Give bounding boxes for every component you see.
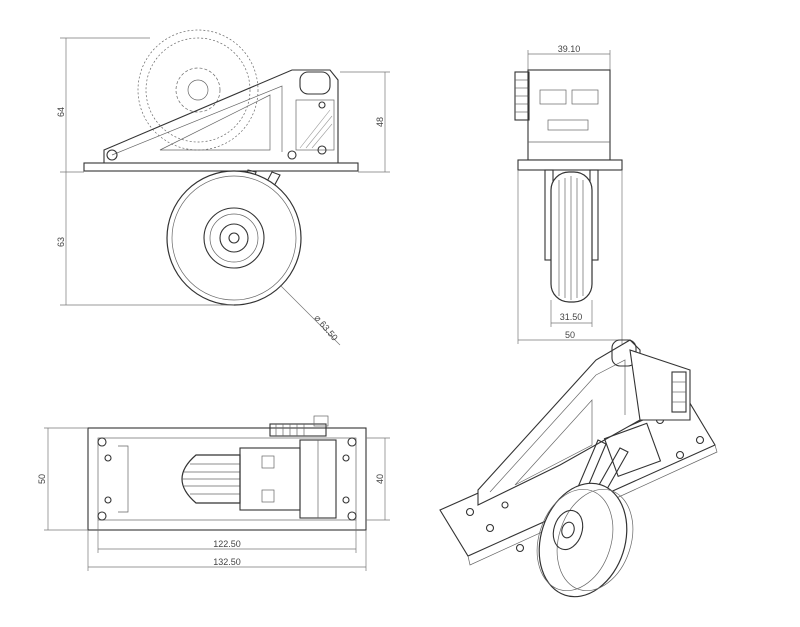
dim-side-height-upper: 64 <box>56 107 66 117</box>
dim-plan-inner-length: 122.50 <box>213 539 241 549</box>
front-body <box>527 69 611 161</box>
plan-gear <box>269 415 329 437</box>
dim-plan-inner-width: 40 <box>375 474 385 484</box>
dim-plan-outer-width: 50 <box>37 474 47 484</box>
side-wheel <box>166 170 302 306</box>
side-base-plate <box>83 162 359 172</box>
dim-plan-outer-length: 132.50 <box>213 557 241 567</box>
servo-ear <box>299 71 331 95</box>
dim-front-tyre-width: 31.50 <box>560 312 583 322</box>
dim-front-base-width: 50 <box>565 330 575 340</box>
front-base-plate <box>517 159 623 171</box>
front-view: 39.10 31.50 <box>514 44 623 344</box>
dim-front-top-width: 39.10 <box>558 44 581 54</box>
retracted-wheel-ghost <box>137 29 259 151</box>
dim-side-height-lower: 63 <box>56 237 66 247</box>
dim-side-bracket-height: 48 <box>375 117 385 127</box>
plan-view: 50 40 122.50 132.50 <box>37 415 390 571</box>
front-gear <box>514 71 530 121</box>
front-tyre <box>550 171 593 303</box>
side-bracket <box>103 69 339 164</box>
isometric-view <box>439 339 718 598</box>
side-view: 64 63 48 ⌀ 63.50 <box>56 29 390 346</box>
iso-wheel <box>536 482 634 598</box>
dim-wheel-diameter: ⌀ 63.50 <box>312 313 339 343</box>
